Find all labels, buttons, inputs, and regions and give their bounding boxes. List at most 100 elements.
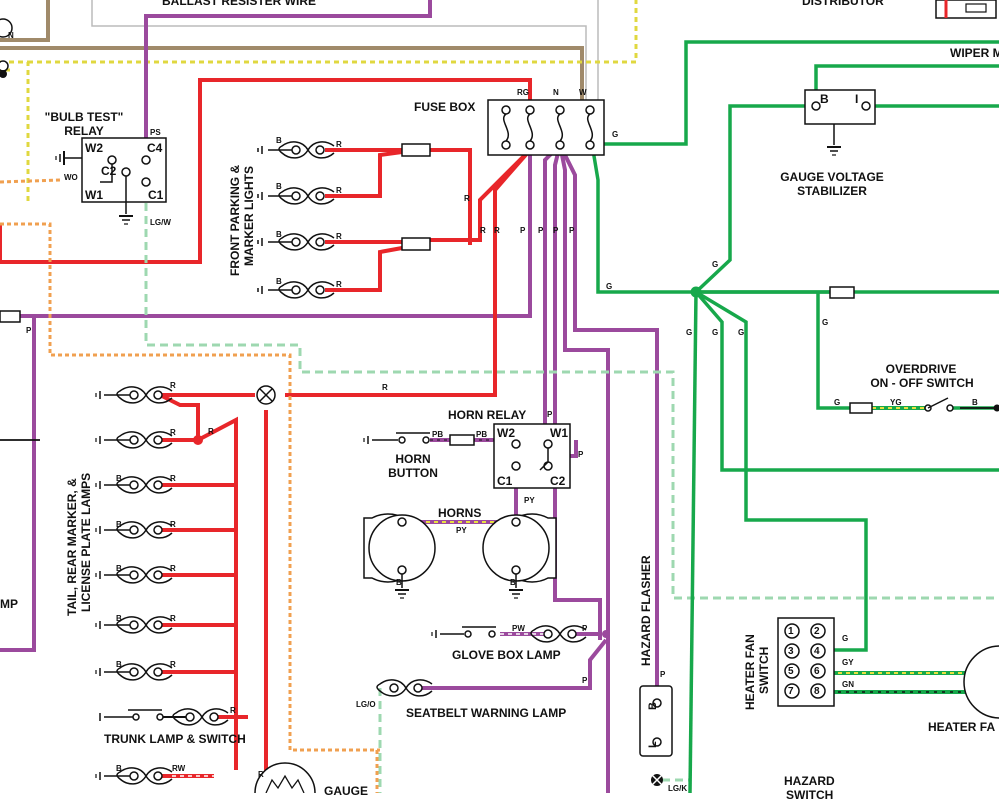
horn-relay-pin-w2: W2: [497, 426, 515, 440]
wire-code-g-4: G: [712, 328, 718, 337]
stabilizer-pin-i: I: [855, 92, 858, 106]
wire-code-ps: PS: [150, 128, 161, 137]
wire-code-p-3: P: [553, 226, 558, 235]
wire-code-g-fan: G: [842, 634, 848, 643]
indicator-lamp: [257, 386, 275, 404]
horn-relay-pin-c2: C2: [550, 474, 565, 488]
wire-code-r-t3: R: [208, 427, 214, 436]
heater-fan-motor: [964, 646, 999, 718]
wire-code-gn: GN: [842, 680, 854, 689]
hazard-switch-label-2: SWITCH: [786, 788, 833, 802]
wire-code-b-1: B: [276, 136, 282, 145]
fan-pin-5: 5: [788, 667, 794, 676]
gauge-voltage-stabilizer: [805, 90, 875, 155]
wire-code-gy: GY: [842, 658, 854, 667]
wire-code-r-1: R: [336, 140, 342, 149]
flasher-pin-l: L: [647, 741, 660, 748]
trunk-lamp-switch-label: TRUNK LAMP & SWITCH: [104, 732, 246, 746]
wire-code-b-t6: B: [116, 564, 122, 573]
wire-code-n: N: [553, 88, 559, 97]
wire-code-rg: RG: [517, 88, 529, 97]
wire-code-pw: PW: [512, 624, 525, 633]
horn-relay-pin-c1: C1: [497, 474, 512, 488]
horn-relay-pin-w1: W1: [550, 426, 568, 440]
gauge-label: GAUGE: [324, 784, 368, 798]
distributor-label: DISTRIBUTOR: [802, 0, 884, 8]
hazard-switch-label: HAZARD: [784, 774, 835, 788]
wire-code-r-t4: R: [170, 474, 176, 483]
stabilizer-title-2: STABILIZER: [770, 184, 894, 198]
splice-point-purple: [602, 630, 610, 638]
wire-code-b-t7: B: [116, 614, 122, 623]
wiper-label: WIPER M: [950, 46, 999, 60]
seatbelt-warning-lamp-label: SEATBELT WARNING LAMP: [406, 706, 566, 720]
splice-point-red: [193, 435, 203, 445]
heater-fan-switch: [778, 618, 834, 706]
overdrive-title-2: ON - OFF SWITCH: [860, 376, 984, 390]
fuse-box-label: FUSE BOX: [414, 100, 475, 114]
wire-code-p-4: P: [569, 226, 574, 235]
fan-pin-7: 7: [788, 687, 794, 696]
wire-code-p-1: P: [520, 226, 525, 235]
wire-code-r-t2: R: [170, 428, 176, 437]
fan-pin-8: 8: [814, 687, 820, 696]
wire-code-yg: YG: [890, 398, 902, 407]
horn-button-title-2: BUTTON: [380, 466, 446, 480]
wire-code-r-t5: R: [170, 520, 176, 529]
fan-pin-1: 1: [788, 627, 794, 636]
wire-code-g-6: G: [822, 318, 828, 327]
wire-code-r-7: R: [494, 226, 500, 235]
wire-code-b-3: B: [276, 230, 282, 239]
relay-pin-c2: C2: [101, 164, 116, 178]
front-parking-title-2: MARKER LIGHTS: [243, 166, 256, 266]
wire-code-g-fuse: G: [612, 130, 618, 139]
horn-button: [364, 433, 474, 445]
wire-code-b-od: B: [972, 398, 978, 407]
horn-button-title-1: HORN: [380, 452, 446, 466]
relay-pin-w1: W1: [85, 188, 103, 202]
wire-code-lgw: LG/W: [150, 218, 171, 227]
wire-code-p-2: P: [538, 226, 543, 235]
heater-fan-switch-title-2: SWITCH: [758, 647, 771, 694]
wire-code-p-horn2: P: [578, 450, 583, 459]
wire-code-b-bottom: B: [116, 764, 122, 773]
lamp-partial-label: MP: [0, 597, 18, 611]
horns-label: HORNS: [438, 506, 481, 520]
light-green-dashed-wires: [146, 190, 999, 793]
wire-code-pb-2: PB: [476, 430, 487, 439]
wire-code-r-8: R: [382, 383, 388, 392]
ballast-resister-label: BALLAST RESISTER WIRE: [162, 0, 316, 8]
bulb-test-relay-title-1: "BULB TEST": [34, 110, 134, 124]
wire-code-py-2: PY: [456, 526, 467, 535]
wire-code-g-1: G: [606, 282, 612, 291]
wire-code-b-t5: B: [116, 520, 122, 529]
resistor: [402, 144, 430, 156]
glove-box-lamp-label: GLOVE BOX LAMP: [452, 648, 561, 662]
tail-rear-title-1: TAIL, REAR MARKER, &: [66, 478, 79, 616]
fan-pin-4: 4: [814, 647, 820, 656]
wire-code-r-4: R: [336, 280, 342, 289]
yellow-green-wires: [172, 408, 970, 776]
wire-code-wo: WO: [64, 173, 78, 182]
wire-code-b-t4: B: [116, 474, 122, 483]
fuse-box: [488, 100, 604, 155]
wire-code-b-horn2: B: [510, 578, 516, 587]
wire-code-w: W: [579, 88, 587, 97]
resistor: [0, 311, 20, 322]
wire-code-r-t7: R: [170, 614, 176, 623]
wire-code-r-5: R: [464, 194, 470, 203]
pin-n-top-left: N: [8, 31, 14, 40]
resistor: [830, 287, 854, 298]
wire-code-r-6: R: [480, 226, 486, 235]
tail-lamp-bulbs: [96, 387, 172, 784]
wire-code-b-4: B: [276, 277, 282, 286]
wire-code-p-5: P: [26, 326, 31, 335]
wire-code-r-t6: R: [170, 564, 176, 573]
front-parking-bulbs: [258, 142, 430, 298]
heater-fan-switch-title-1: HEATER FAN: [744, 634, 757, 710]
wire-code-p-flasher: P: [660, 670, 665, 679]
wire-code-g-2: G: [712, 260, 718, 269]
wire-code-p-glove: P: [582, 624, 587, 633]
front-parking-title-1: FRONT PARKING &: [229, 165, 242, 276]
relay-pin-c1: C1: [148, 188, 163, 202]
